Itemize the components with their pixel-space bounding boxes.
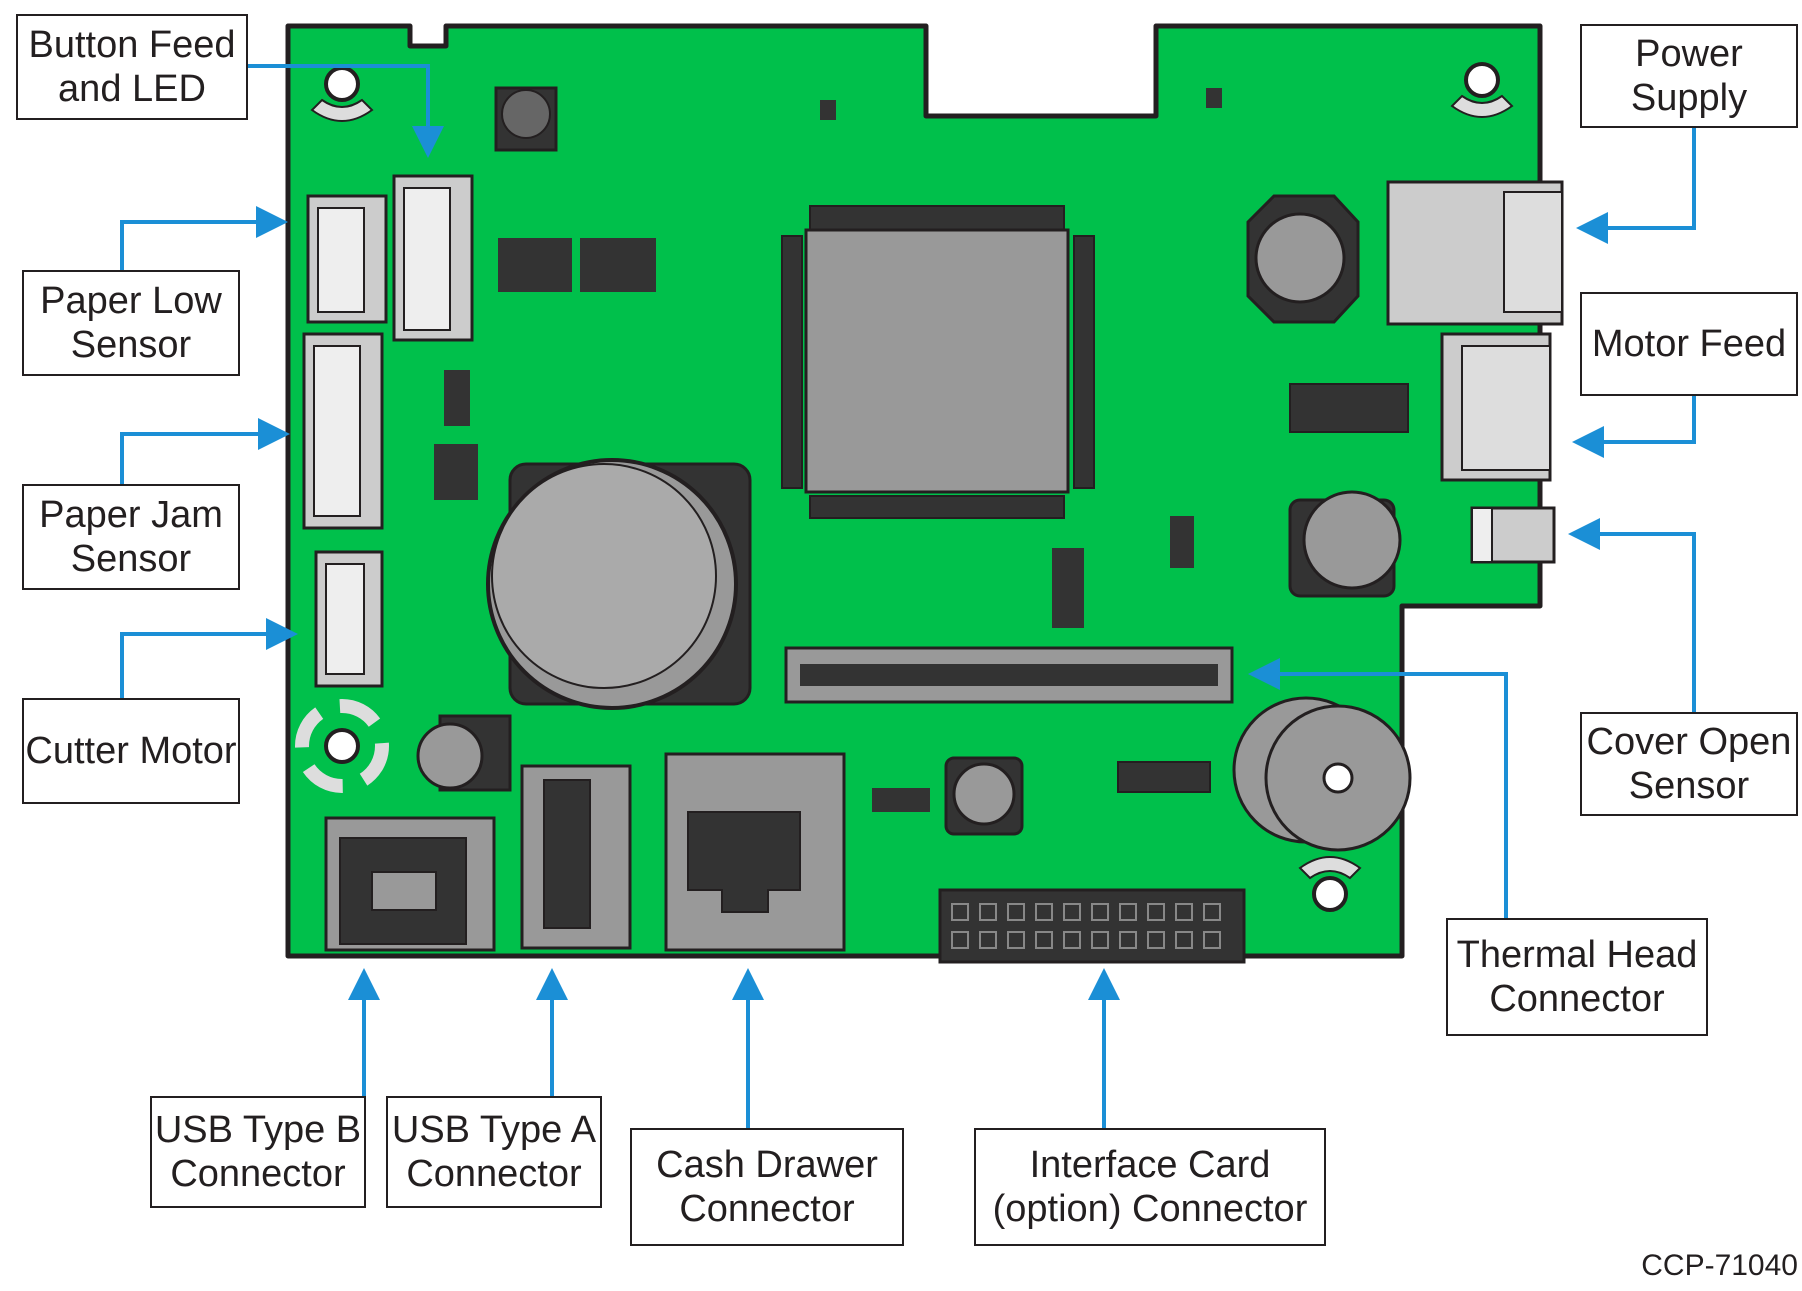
label-paper-low-sensor: Paper Low Sensor — [22, 270, 240, 376]
arrow-thermal-head-connector — [1248, 658, 1508, 918]
paper-low-sensor-connector — [306, 194, 388, 324]
label-button-feed-led: Button Feed and LED — [16, 14, 248, 120]
label-thermal-head-connector: Thermal Head Connector — [1446, 918, 1708, 1036]
usb-type-a-connector — [520, 764, 632, 950]
usb-type-b-connector — [324, 816, 496, 952]
capacitor-right — [1288, 490, 1402, 598]
mounting-hole-left — [295, 699, 389, 793]
power-inductor — [1246, 194, 1360, 324]
arrow-button-feed-led — [248, 64, 444, 158]
misc-ics — [434, 88, 1409, 812]
label-cash-drawer-connector: Cash Drawer Connector — [630, 1128, 904, 1246]
arrow-cutter-motor — [120, 618, 298, 698]
label-paper-jam-sensor: Paper Jam Sensor — [22, 484, 240, 590]
label-cover-open-sensor: Cover Open Sensor — [1580, 712, 1798, 816]
label-interface-card-connector: Interface Card (option) Connector — [974, 1128, 1326, 1246]
mounting-hole-bottom-right — [1298, 856, 1362, 912]
arrow-paper-jam-sensor — [120, 418, 290, 484]
thermal-head-connector — [784, 646, 1234, 704]
figure-id: CCP-71040 — [1641, 1249, 1798, 1282]
small-capacitor-bottom-left — [416, 714, 512, 792]
arrow-paper-low-sensor — [120, 206, 288, 270]
label-usb-type-a-connector: USB Type A Connector — [386, 1096, 602, 1208]
label-motor-feed: Motor Feed — [1580, 292, 1798, 396]
arrow-power-supply — [1576, 128, 1696, 244]
large-capacitor — [486, 458, 752, 710]
arrow-cover-open-sensor — [1568, 518, 1696, 712]
cash-drawer-connector — [664, 752, 846, 952]
label-usb-type-b-connector: USB Type B Connector — [150, 1096, 366, 1208]
buzzer — [1232, 696, 1412, 852]
motor-feed-connector — [1440, 332, 1552, 482]
mounting-hole-top-right — [1450, 62, 1514, 118]
cover-open-sensor-connector — [1470, 506, 1556, 564]
interface-card-connector — [938, 888, 1246, 964]
label-cutter-motor: Cutter Motor — [22, 698, 240, 804]
power-supply-connector — [1386, 180, 1564, 326]
button-feed-led-connector — [392, 174, 474, 342]
small-capacitor-top — [494, 86, 558, 152]
cutter-motor-connector — [314, 550, 384, 688]
label-power-supply: Power Supply — [1580, 24, 1798, 128]
arrow-motor-feed — [1572, 396, 1696, 458]
main-processor-chip — [781, 205, 1095, 519]
paper-jam-sensor-connector — [302, 332, 384, 530]
small-capacitor-bottom-middle — [944, 756, 1024, 836]
